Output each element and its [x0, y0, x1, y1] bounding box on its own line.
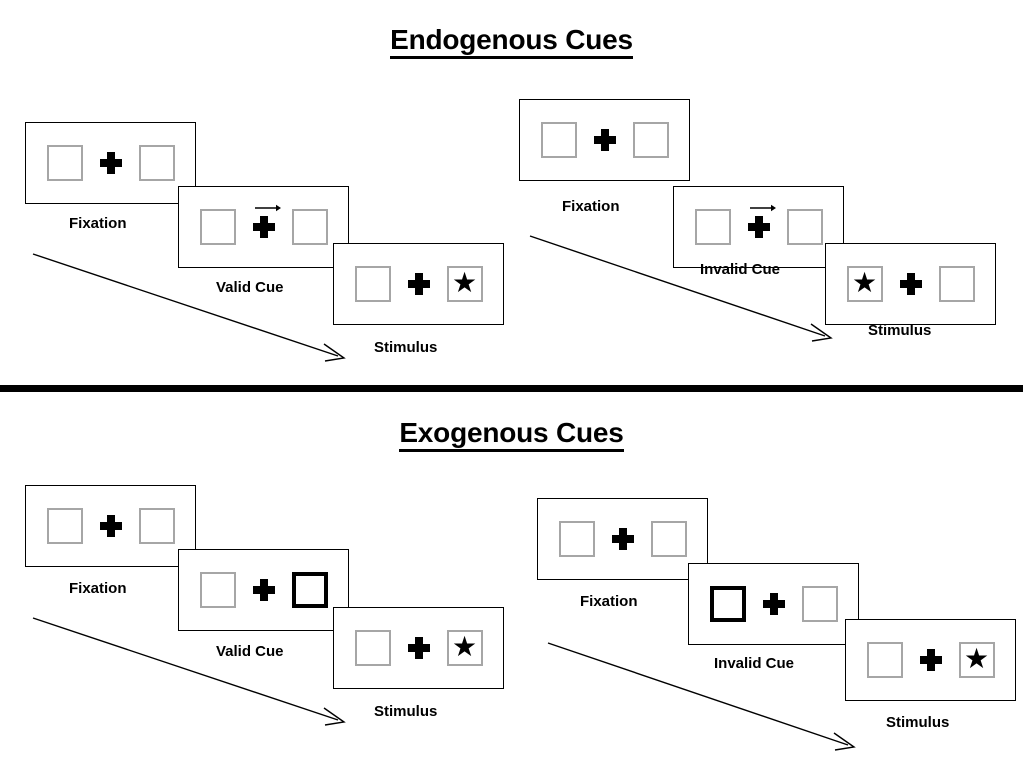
star-target-icon: ★: [963, 643, 990, 674]
frame-endogenous-valid-fixation: [25, 122, 196, 204]
fixation-cross-icon: [252, 579, 275, 601]
fixation-cross-icon: [252, 204, 281, 238]
frame-exogenous-valid-stimulus: ★: [333, 607, 504, 689]
stimulus-box-left: [199, 572, 236, 608]
frame-exogenous-valid-fixation: [25, 485, 196, 567]
frame-label-endogenous-valid-stimulus: Stimulus: [374, 339, 438, 356]
frame-label-endogenous-valid-cue: Valid Cue: [216, 279, 284, 296]
fixation-cross-icon: [762, 593, 785, 615]
arrow-right-cue-icon: [254, 204, 281, 212]
frame-label-endogenous-invalid-cue: Invalid Cue: [700, 261, 781, 278]
fixation-cross-icon: [407, 273, 430, 295]
section-title-exogenous: Exogenous Cues: [0, 417, 1023, 452]
stimulus-box-left: ★: [846, 266, 883, 302]
fixation-cross-icon: [611, 528, 634, 550]
stimulus-box-right: ★: [958, 642, 995, 678]
fixation-cross-icon: [99, 152, 122, 174]
stimulus-box-left: [354, 266, 391, 302]
flow-arrow-exogenous-invalid: [547, 642, 856, 751]
stimulus-box-left: [199, 209, 236, 245]
frame-endogenous-invalid-fixation: [519, 99, 690, 181]
frame-label-endogenous-valid-fixation: Fixation: [69, 215, 127, 232]
arrow-right-cue-icon: [749, 204, 776, 212]
stimulus-box-left: [46, 145, 83, 181]
frame-label-endogenous-invalid-stimulus: Stimulus: [868, 322, 932, 339]
stimulus-box-right: [632, 122, 669, 158]
frame-label-exogenous-invalid-stimulus: Stimulus: [886, 714, 950, 731]
stimulus-box-right: ★: [446, 630, 483, 666]
stimulus-box-right: [938, 266, 975, 302]
fixation-cross-icon: [919, 649, 942, 671]
stimulus-box-left: [558, 521, 595, 557]
frame-label-exogenous-valid-cue: Valid Cue: [216, 643, 284, 660]
stimulus-box-left: [866, 642, 903, 678]
frame-exogenous-invalid-fixation: [537, 498, 708, 580]
stimulus-box-left: [46, 508, 83, 544]
frame-label-exogenous-valid-stimulus: Stimulus: [374, 703, 438, 720]
stimulus-box-right: [650, 521, 687, 557]
stimulus-box-left: [354, 630, 391, 666]
fixation-cross-icon: [99, 515, 122, 537]
frame-endogenous-invalid-stimulus: ★: [825, 243, 996, 325]
star-target-icon: ★: [451, 267, 478, 298]
stimulus-box-right: [786, 209, 823, 245]
frame-exogenous-invalid-stimulus: ★: [845, 619, 1016, 701]
frame-label-endogenous-invalid-fixation: Fixation: [562, 198, 620, 215]
stimulus-box-left: [694, 209, 731, 245]
stimulus-box-right: ★: [446, 266, 483, 302]
section-divider: [0, 385, 1023, 392]
star-target-icon: ★: [851, 267, 878, 298]
stimulus-box-right: [138, 508, 175, 544]
fixation-cross-icon: [747, 204, 776, 238]
fixation-cross-icon: [899, 273, 922, 295]
frame-label-exogenous-valid-fixation: Fixation: [69, 580, 127, 597]
stimulus-box-left: [540, 122, 577, 158]
stimulus-box-right: [291, 209, 328, 245]
fixation-cross-icon: [593, 129, 616, 151]
frame-exogenous-invalid-cue: [688, 563, 859, 645]
section-title-exogenous-text: Exogenous Cues: [399, 417, 624, 452]
frame-endogenous-valid-stimulus: ★: [333, 243, 504, 325]
section-title-endogenous: Endogenous Cues: [0, 24, 1023, 59]
fixation-cross-icon: [407, 637, 430, 659]
stimulus-box-left-highlighted: [709, 586, 746, 622]
frame-label-exogenous-invalid-fixation: Fixation: [580, 593, 638, 610]
frame-endogenous-invalid-cue: [673, 186, 844, 268]
frame-label-exogenous-invalid-cue: Invalid Cue: [714, 655, 795, 672]
stimulus-box-right: [138, 145, 175, 181]
stimulus-box-right: [801, 586, 838, 622]
frame-endogenous-valid-cue: [178, 186, 349, 268]
stimulus-box-right-highlighted: [291, 572, 328, 608]
frame-exogenous-valid-cue: [178, 549, 349, 631]
star-target-icon: ★: [451, 631, 478, 662]
section-title-endogenous-text: Endogenous Cues: [390, 24, 633, 59]
